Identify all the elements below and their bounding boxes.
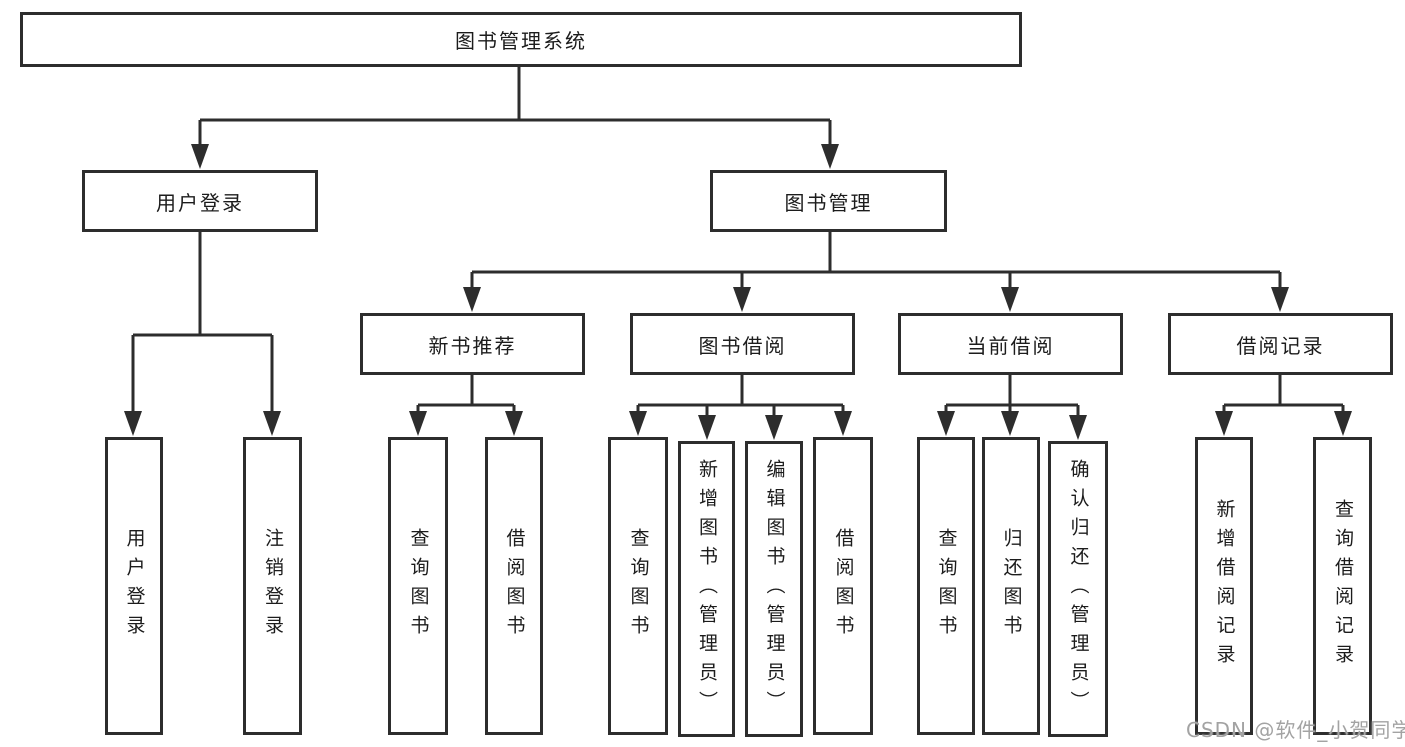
node-user-login: 用户登录 <box>82 170 318 232</box>
node-book-management: 图书管理 <box>710 170 947 232</box>
leaf-record-query: 查询借阅记录 <box>1313 437 1372 735</box>
leaf-borrow-query: 查询图书 <box>608 437 668 735</box>
leaf-current-return: 归还图书 <box>982 437 1040 735</box>
tree-edges <box>131 67 1345 417</box>
leaf-logout: 注销登录 <box>243 437 302 735</box>
leaf-newbooks-query: 查询图书 <box>388 437 448 735</box>
leaf-current-query-label: 查询图书 <box>935 528 958 644</box>
node-book-borrow-label: 图书借阅 <box>698 333 787 358</box>
node-borrow-record-label: 借阅记录 <box>1236 333 1325 358</box>
node-book-borrow: 图书借阅 <box>630 313 855 375</box>
leaf-newbooks-borrow: 借阅图书 <box>485 437 543 735</box>
node-current-borrow: 当前借阅 <box>898 313 1123 375</box>
leaf-borrow-query-label: 查询图书 <box>627 528 650 644</box>
node-new-book-recommend: 新书推荐 <box>360 313 585 375</box>
node-current-borrow-label: 当前借阅 <box>966 333 1055 358</box>
node-new-book-recommend-label: 新书推荐 <box>428 333 517 358</box>
node-book-management-label: 图书管理 <box>784 190 873 215</box>
leaf-borrow-edit-admin-label: 编辑图书（管理员） <box>763 458 786 720</box>
node-borrow-record: 借阅记录 <box>1168 313 1393 375</box>
arrowhead-icons <box>124 144 1352 440</box>
leaf-newbooks-borrow-label: 借阅图书 <box>503 528 526 644</box>
leaf-newbooks-query-label: 查询图书 <box>407 528 430 644</box>
leaf-current-confirm-admin-label: 确认归还（管理员） <box>1067 458 1090 720</box>
leaf-record-add: 新增借阅记录 <box>1195 437 1253 735</box>
csdn-watermark: CSDN @软件_小贺同学 <box>1186 718 1405 742</box>
node-root-system-label: 图书管理系统 <box>455 29 587 53</box>
leaf-borrow-edit-admin: 编辑图书（管理员） <box>745 441 803 737</box>
leaf-borrow-add-admin: 新增图书（管理员） <box>678 441 735 737</box>
node-root-system: 图书管理系统 <box>20 12 1022 67</box>
leaf-user-login-label: 用户登录 <box>123 528 146 644</box>
leaf-current-return-label: 归还图书 <box>1000 528 1023 644</box>
node-user-login-label: 用户登录 <box>156 190 244 215</box>
leaf-record-query-label: 查询借阅记录 <box>1332 499 1354 673</box>
leaf-user-login: 用户登录 <box>105 437 163 735</box>
leaf-borrow-borrow: 借阅图书 <box>813 437 873 735</box>
leaf-borrow-borrow-label: 借阅图书 <box>832 528 855 644</box>
leaf-record-add-label: 新增借阅记录 <box>1213 499 1236 673</box>
leaf-current-query: 查询图书 <box>917 437 975 735</box>
leaf-borrow-add-admin-label: 新增图书（管理员） <box>696 458 718 720</box>
leaf-current-confirm-admin: 确认归还（管理员） <box>1048 441 1108 737</box>
leaf-logout-label: 注销登录 <box>262 528 284 644</box>
